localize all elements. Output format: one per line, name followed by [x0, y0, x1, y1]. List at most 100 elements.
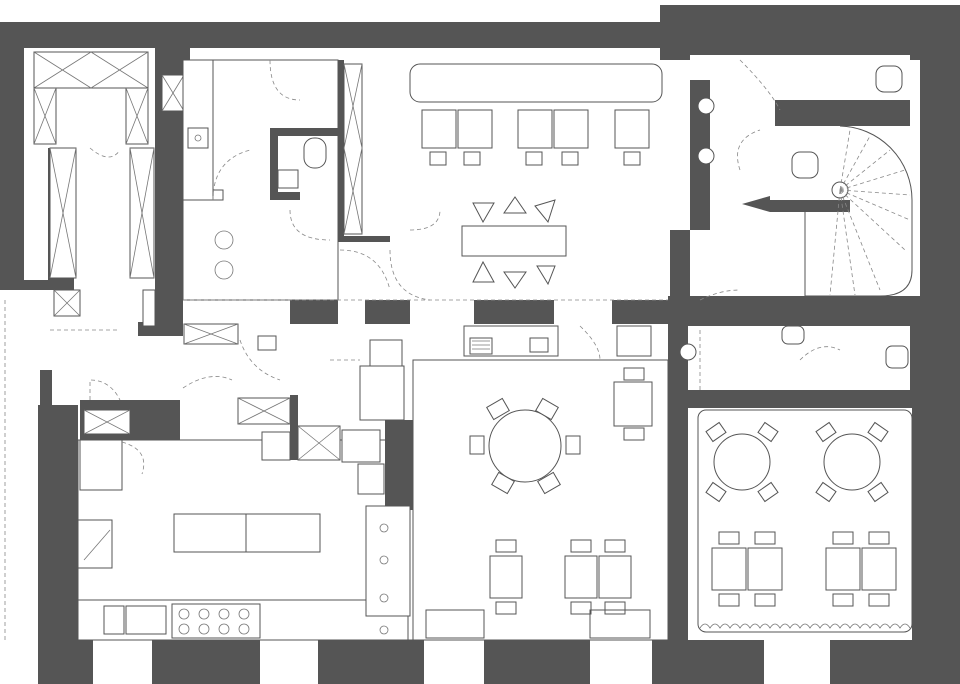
wall-wc-frame — [270, 128, 278, 200]
table-top-3 — [517, 109, 553, 149]
round-table-right-1 — [713, 433, 771, 491]
outer-wall-bottom-4 — [484, 640, 590, 684]
spiral-staircase-outline — [804, 125, 913, 297]
round-table-right-2 — [823, 433, 881, 491]
wc-toilet-2 — [875, 65, 903, 93]
kitchen-island-2 — [245, 513, 321, 553]
wall-stair-left — [770, 200, 850, 212]
wc-basin-2 — [697, 147, 715, 165]
stair-treads — [829, 129, 911, 296]
small-tray — [257, 335, 277, 351]
table-communal — [461, 225, 567, 257]
table-bottom-3 — [598, 555, 632, 599]
table-bottom-2 — [564, 555, 598, 599]
outer-wall-left-mid — [0, 280, 52, 290]
prep-area — [182, 59, 391, 301]
main-kitchen — [77, 323, 414, 641]
wall-wc2-top — [850, 320, 914, 326]
kitchen-counter-left — [77, 519, 113, 569]
dining-room-bottom-outline — [412, 359, 669, 641]
wall-right-wing-left — [668, 300, 688, 640]
wall-partition-right — [365, 300, 410, 324]
stool-1 — [214, 230, 234, 250]
wall-wc-right-top — [775, 100, 910, 126]
wall-partition-kitchen — [385, 420, 413, 510]
kitchen-sink-right — [341, 429, 381, 463]
table-top-4 — [553, 109, 589, 149]
dining-room-bottom — [412, 359, 669, 641]
bar-area — [463, 325, 652, 361]
small-box-3 — [142, 289, 156, 327]
chairs-top-row — [429, 151, 641, 166]
bar-grill — [469, 337, 493, 355]
wall-right-lower — [670, 390, 960, 408]
kitchen-sink-corner — [357, 463, 385, 495]
wall-wc-frame-right — [332, 128, 338, 136]
table-right-2 — [747, 547, 783, 591]
wall-partition-small — [290, 395, 298, 460]
storage-shelf-top — [33, 51, 149, 89]
kitchen-sink-upper — [369, 339, 403, 367]
outer-wall-left-jamb — [40, 370, 52, 410]
wall-wc-frame-bottom — [270, 192, 300, 200]
kitchen-shelf-upper — [359, 365, 405, 421]
wc-toilet-4 — [781, 325, 805, 345]
stove-burners — [171, 603, 261, 639]
bar-sink — [529, 337, 549, 353]
dining-room-right-outline — [697, 409, 913, 633]
outer-wall-left-lower — [38, 405, 78, 684]
outer-wall-bottom-2 — [152, 640, 260, 684]
outer-wall-bottom-1 — [38, 640, 93, 684]
wall-right-column — [612, 300, 668, 324]
table-right-1 — [711, 547, 747, 591]
wall-cold-room — [338, 60, 344, 242]
cold-room-shelves — [343, 63, 363, 235]
wc-toilet-3 — [791, 151, 819, 179]
chairs-bottom-dining — [495, 539, 626, 615]
outer-wall-bottom-5 — [652, 640, 764, 684]
table-right-4 — [861, 547, 897, 591]
chairs-right-tables — [718, 531, 890, 607]
wall-partition-mid — [290, 300, 338, 324]
wc-basin-1 — [697, 97, 715, 115]
stool-2 — [214, 260, 234, 280]
kitchen-sink-double — [125, 605, 167, 635]
wall-bar-counter — [474, 300, 554, 324]
wc-toilet-5 — [885, 345, 909, 369]
wc-sink-1 — [277, 169, 299, 189]
wall-cold-room-bottom — [338, 236, 390, 242]
wc-toilet-1 — [303, 137, 327, 169]
outer-wall-bottom-3 — [318, 640, 424, 684]
table-two-top — [613, 381, 653, 427]
cabinet-bar-right — [616, 325, 652, 357]
window-bench-2 — [589, 609, 651, 639]
kitchen-fridge — [79, 439, 123, 491]
dining-room-right — [697, 409, 913, 633]
chairs-round-right — [705, 421, 889, 503]
table-right-3 — [825, 547, 861, 591]
bench-top — [409, 63, 663, 103]
table-bottom-1 — [489, 555, 523, 599]
round-table-large — [488, 409, 562, 483]
kitchen-sink-mid — [261, 431, 291, 461]
curtain-bottom-right — [699, 623, 911, 629]
wc-basin-3 — [679, 343, 697, 361]
stair-arrow — [742, 196, 770, 212]
dining-room-top — [183, 63, 668, 361]
toilets-stairs — [679, 59, 913, 390]
table-top-2 — [457, 109, 493, 149]
wall-wc2-divider — [910, 320, 920, 400]
prep-counter-bottom — [212, 189, 224, 201]
storage-room — [4, 51, 185, 640]
window-bench-1 — [425, 609, 485, 639]
chairs-round-large — [469, 397, 581, 495]
wall-wc-frame-top — [270, 128, 332, 136]
kitchen-island-1 — [173, 513, 247, 553]
kitchen-sink-single — [103, 605, 125, 635]
table-top-5 — [614, 109, 650, 149]
wall-stair-bottom — [690, 296, 740, 326]
walls — [0, 5, 960, 684]
outer-wall-bottom-6 — [830, 640, 960, 684]
table-top-1 — [421, 109, 457, 149]
